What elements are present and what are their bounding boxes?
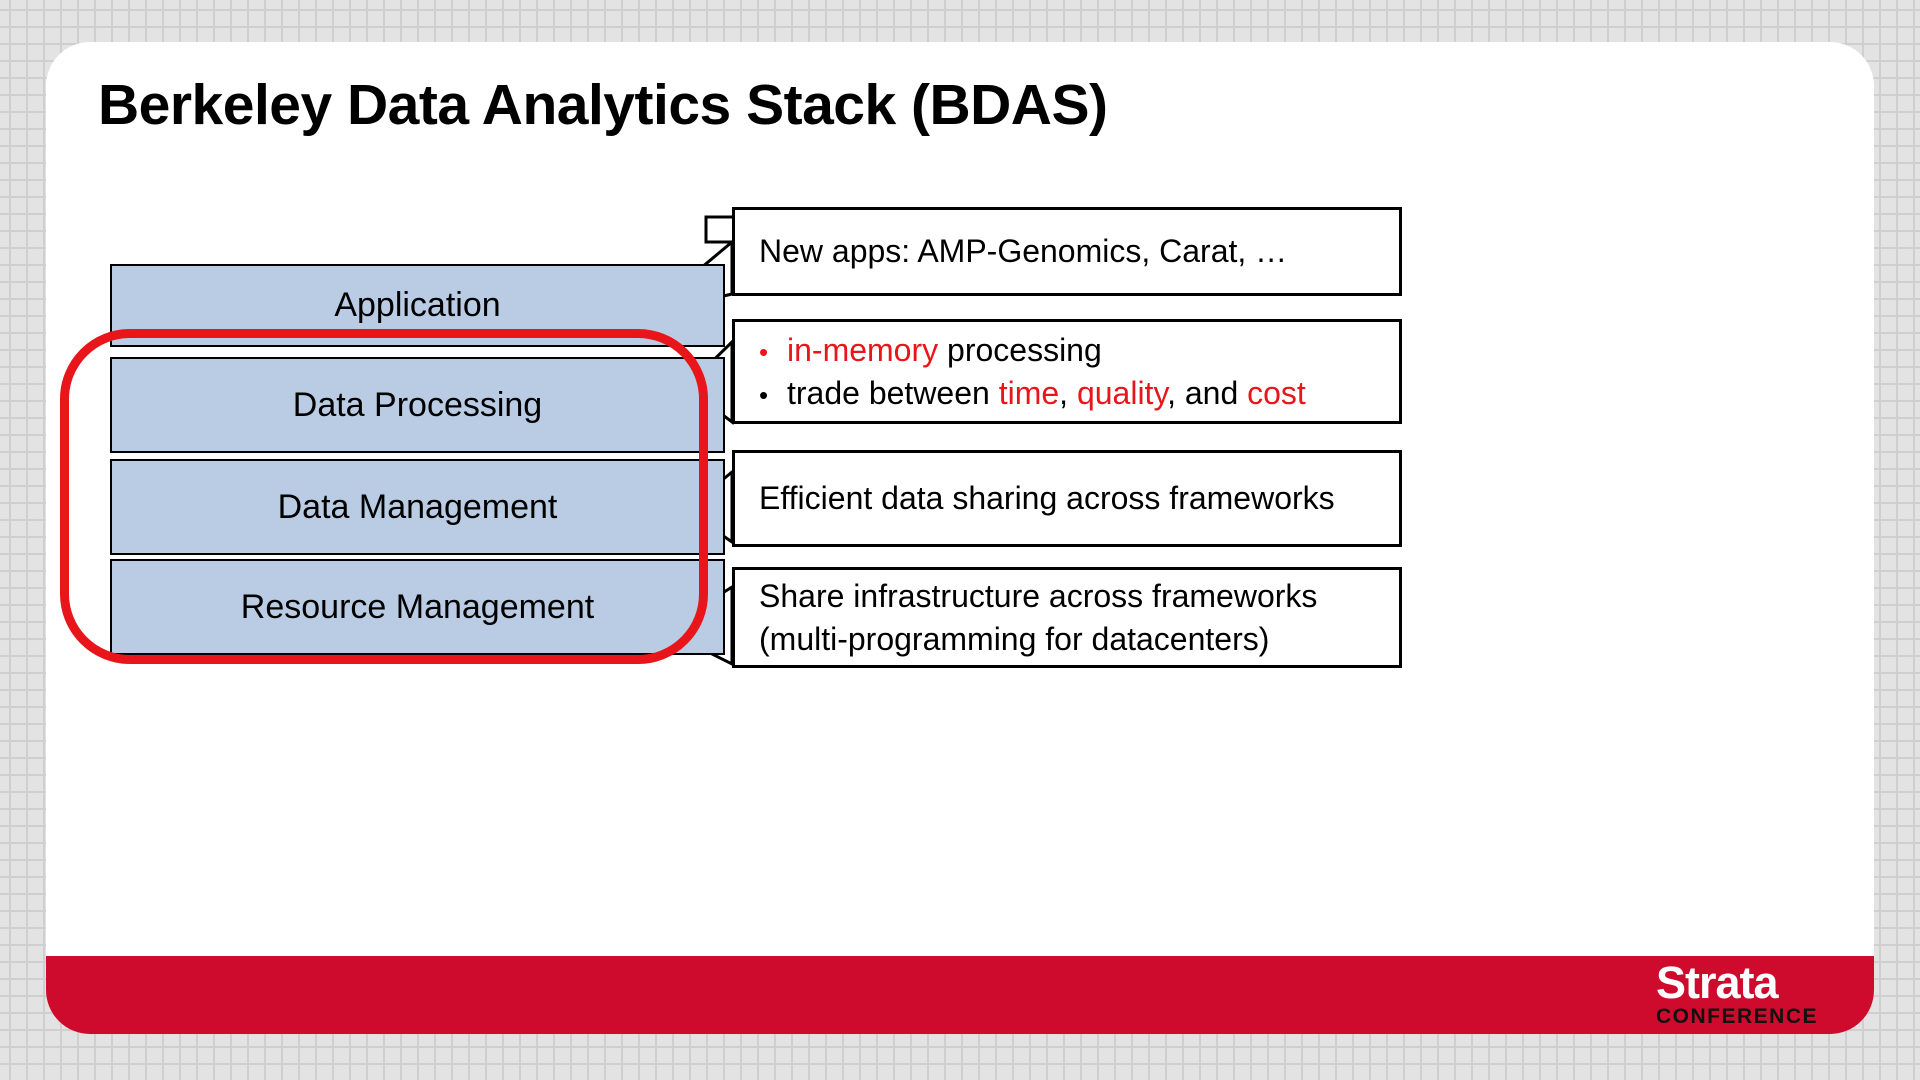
stack-layer-label: Resource Management xyxy=(240,587,595,626)
callout-text: , xyxy=(1059,374,1077,411)
callout-highlight-term: cost xyxy=(1247,374,1306,411)
callout-text: , and xyxy=(1167,374,1248,411)
brand-subtitle: CONFERENCE xyxy=(1655,1005,1818,1028)
stack-layer-label: Data Management xyxy=(277,487,558,526)
callout-line: (multi-programming for datacenters) xyxy=(759,620,1270,657)
stack-layer-resource-management[interactable]: Resource Management xyxy=(110,559,725,655)
stack-layer-label: Application xyxy=(334,286,501,324)
callout-new-apps: New apps: AMP-Genomics, Carat, … xyxy=(732,207,1402,296)
stack-layer-label: Data Processing xyxy=(292,385,543,424)
stack-layer-data-processing[interactable]: Data Processing xyxy=(110,357,725,453)
bullet-marker: • xyxy=(759,337,769,368)
callout-line: New apps: AMP-Genomics, Carat, … xyxy=(759,233,1288,270)
slide-card: Berkeley Data Analytics Stack (BDAS) App… xyxy=(46,42,1874,1034)
brand-name: Strata xyxy=(1655,957,1779,1008)
footer-bar: Strata CONFERENCE xyxy=(46,956,1874,1034)
strata-logo: Strata CONFERENCE xyxy=(1656,960,1818,1027)
callout-text: processing xyxy=(938,332,1102,369)
highlight-ring-annotation xyxy=(60,329,708,664)
callout-highlight-term: quality xyxy=(1076,374,1168,411)
callout-highlight-term: time xyxy=(998,374,1060,411)
callout-data-processing: • in-memory processing • trade between t… xyxy=(732,319,1402,424)
callout-line: Share infrastructure across frameworks xyxy=(759,578,1318,615)
callout-share-infrastructure: Share infrastructure across frameworks (… xyxy=(732,567,1402,668)
callout-bullet-line: • in-memory processing xyxy=(735,329,1399,371)
callout-line: Efficient data sharing across frameworks xyxy=(759,480,1335,517)
bullet-marker: • xyxy=(759,379,769,410)
callout-bullet-line: • trade between time, quality, and cost xyxy=(735,372,1399,414)
callout-text: trade between xyxy=(787,374,999,411)
callout-efficient-data-sharing: Efficient data sharing across frameworks xyxy=(732,450,1402,547)
callout-highlight-term: in-memory xyxy=(787,332,939,369)
stack-layer-data-management[interactable]: Data Management xyxy=(110,459,725,555)
page-title: Berkeley Data Analytics Stack (BDAS) xyxy=(98,73,1108,137)
